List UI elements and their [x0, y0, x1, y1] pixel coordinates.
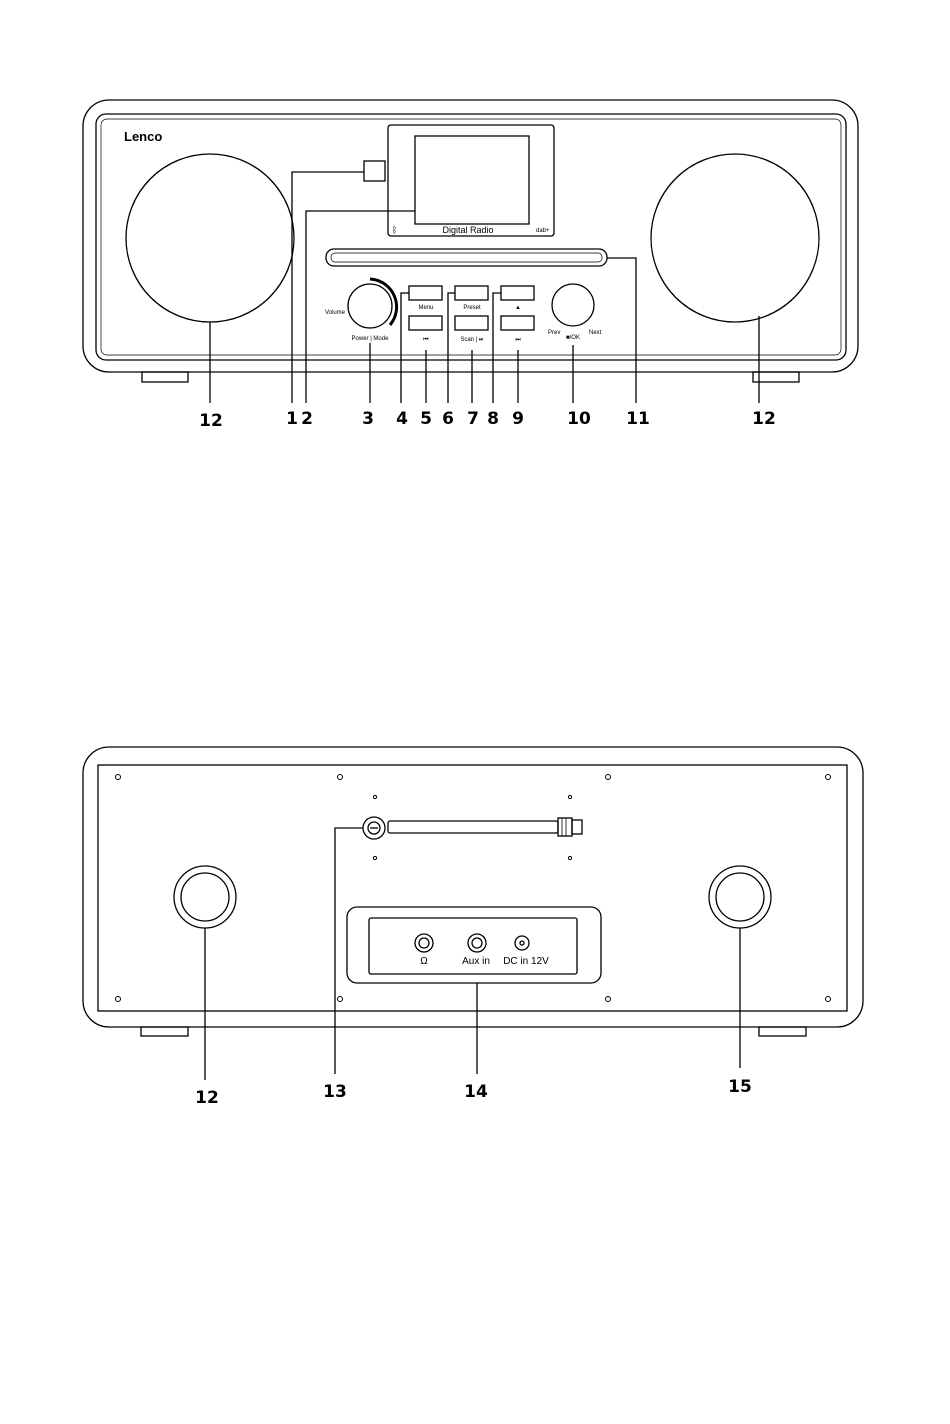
callout-1: 1	[286, 409, 298, 429]
prev-label: Prev	[548, 330, 560, 336]
back-view	[83, 747, 863, 1080]
remote-sensor	[364, 161, 385, 181]
next-track-icon: ⏭	[515, 337, 521, 343]
back-foot-right	[759, 1027, 806, 1036]
volume-knob[interactable]	[348, 284, 392, 328]
back-screws	[116, 775, 831, 1002]
prev-track-icon: ⏮	[423, 337, 429, 343]
back-leader-lines	[205, 828, 740, 1080]
speaker-right	[651, 154, 819, 322]
navigation-knob[interactable]	[552, 284, 594, 326]
callout-14: 14	[464, 1082, 488, 1102]
bluetooth-icon: ᛒ	[392, 225, 397, 235]
callout-10: 10	[567, 409, 591, 429]
headphone-jack-inner	[419, 938, 429, 948]
preset-button[interactable]	[455, 286, 488, 300]
front-foot-right	[753, 372, 799, 382]
headphone-jack[interactable]	[415, 934, 433, 952]
cd-slot	[326, 249, 607, 266]
dab-badge: dab+	[536, 228, 550, 234]
front-inner-panel	[96, 114, 846, 360]
brand-logo: Lenco	[124, 129, 162, 144]
front-view	[83, 100, 858, 403]
callout-12-right: 12	[752, 409, 776, 429]
back-callouts: 12 13 14 15	[195, 1077, 752, 1108]
dc-in-label: DC in 12V	[503, 956, 549, 967]
bass-port-right-inner	[716, 873, 764, 921]
front-foot-left	[142, 372, 188, 382]
back-foot-left	[141, 1027, 188, 1036]
callout-11: 11	[626, 409, 650, 429]
menu-label: Menu	[418, 305, 433, 311]
menu-button[interactable]	[409, 286, 442, 300]
preset-label: Preset	[463, 305, 481, 311]
eject-button[interactable]	[501, 286, 534, 300]
power-mode-label: Power | Mode	[352, 336, 390, 342]
scan-play-label: Scan | ⏯	[460, 337, 484, 343]
antenna	[363, 817, 582, 839]
callout-2: 2	[301, 409, 313, 429]
callout-9: 9	[512, 409, 524, 429]
callout-12-back: 12	[195, 1088, 219, 1108]
callout-4: 4	[396, 409, 408, 429]
callout-5: 5	[420, 409, 432, 429]
callout-8: 8	[487, 409, 499, 429]
volume-label: Volume	[325, 310, 346, 316]
callout-6: 6	[442, 409, 454, 429]
ok-label: ■/OK	[566, 335, 580, 341]
volume-arc	[370, 279, 397, 325]
aux-in-label: Aux in	[462, 956, 490, 967]
back-text: Ω Aux in DC in 12V	[420, 956, 549, 967]
prev-track-button[interactable]	[409, 316, 442, 330]
callout-13: 13	[323, 1082, 347, 1102]
cd-slot-inner	[331, 253, 602, 262]
bass-port-left-inner	[181, 873, 229, 921]
bass-port-right	[709, 866, 771, 928]
next-label: Next	[589, 330, 602, 336]
speaker-left	[126, 154, 294, 322]
dc-in-jack[interactable]	[515, 936, 529, 950]
dc-in-jack-pin	[520, 941, 524, 945]
aux-in-jack-inner	[472, 938, 482, 948]
eject-icon: ▲	[515, 305, 521, 311]
front-leader-lines	[210, 172, 759, 403]
callout-15: 15	[728, 1077, 752, 1097]
front-callouts: 12 1 2 3 4 5 6 7 8 9 10 11 12	[199, 409, 776, 431]
callout-12-left: 12	[199, 411, 223, 431]
callout-3: 3	[362, 409, 374, 429]
bass-port-left	[174, 866, 236, 928]
next-track-button[interactable]	[501, 316, 534, 330]
back-outer-cabinet	[83, 747, 863, 1027]
display-screen	[415, 136, 529, 224]
aux-in-jack[interactable]	[468, 934, 486, 952]
display-label: Digital Radio	[442, 225, 493, 235]
callout-7: 7	[467, 409, 479, 429]
headphone-icon: Ω	[420, 956, 428, 967]
scan-play-button[interactable]	[455, 316, 488, 330]
